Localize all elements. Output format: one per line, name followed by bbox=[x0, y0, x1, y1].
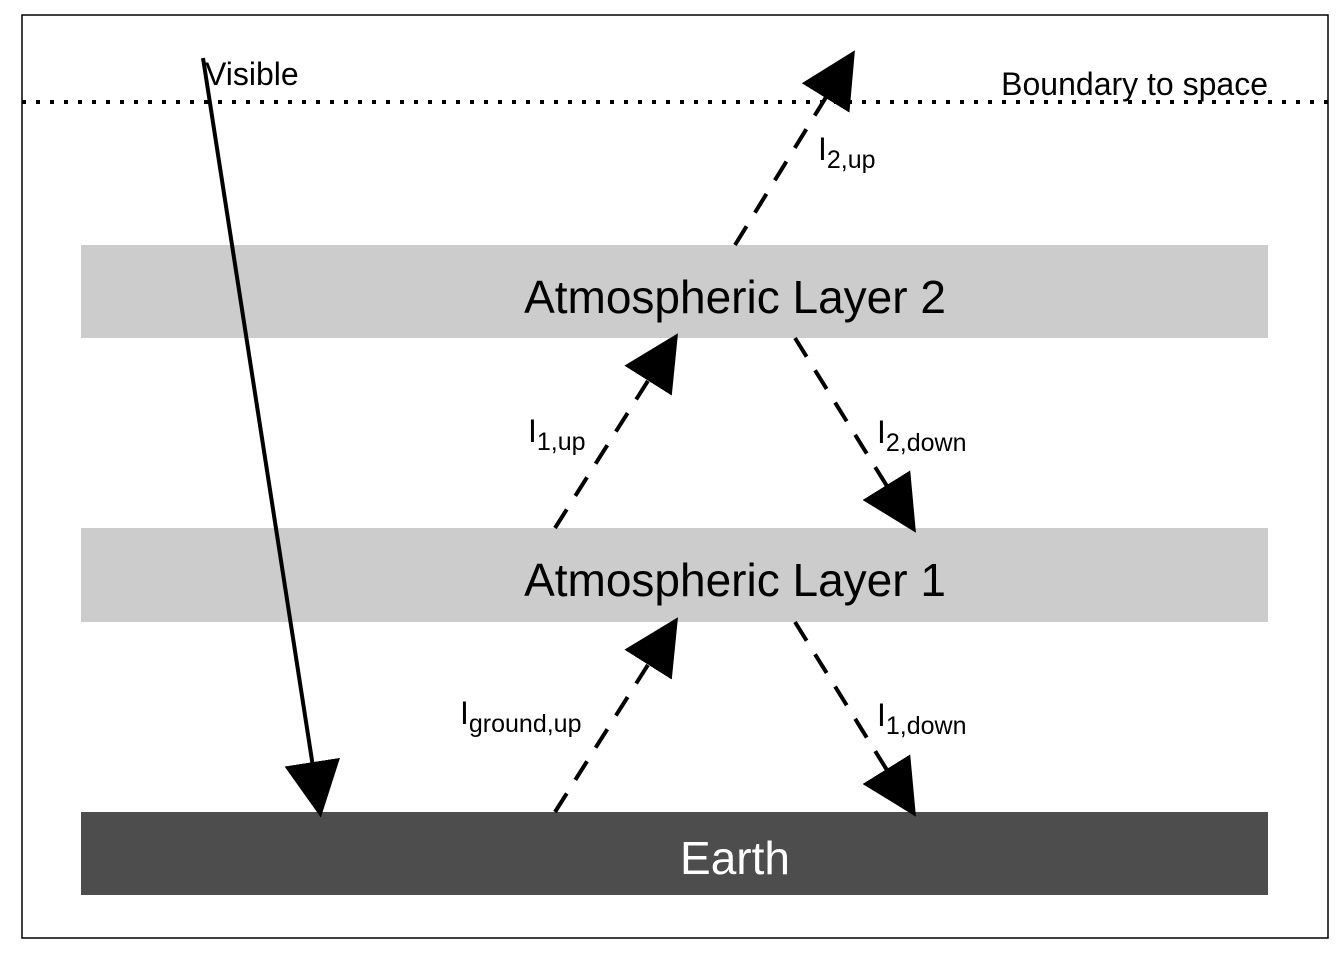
visible-label: Visible bbox=[205, 56, 299, 92]
atmospheric-layer-2 bbox=[81, 245, 1268, 338]
layer1-label: Atmospheric Layer 1 bbox=[524, 554, 946, 606]
visible-arrow bbox=[201, 57, 340, 818]
igroundup-label: Iground,up bbox=[460, 695, 582, 738]
layer2-label: Atmospheric Layer 2 bbox=[524, 271, 946, 323]
i2down-label: I2,down bbox=[877, 414, 967, 457]
i1up-label: I1,up bbox=[528, 413, 586, 456]
plot-frame bbox=[21, 14, 1329, 939]
earth-label: Earth bbox=[680, 832, 790, 884]
i1down-label: I1,down bbox=[877, 697, 967, 740]
boundary-label: Boundary to space bbox=[1001, 66, 1268, 102]
earth-surface bbox=[81, 812, 1268, 895]
i2up-label: I2,up bbox=[818, 131, 876, 174]
